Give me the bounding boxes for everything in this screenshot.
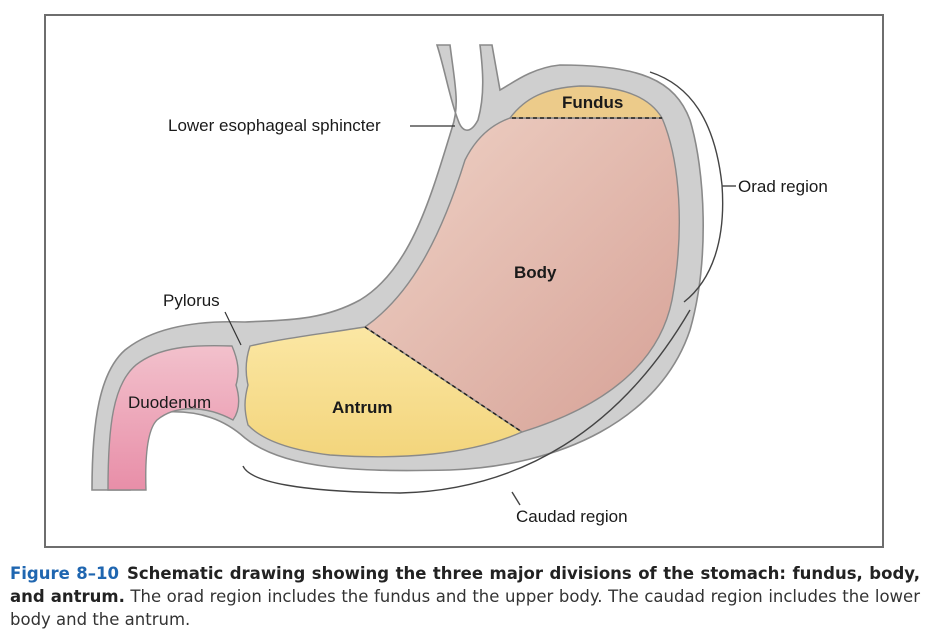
label-duodenum: Duodenum — [128, 393, 211, 412]
caudad-region-bracket — [242, 309, 691, 494]
caption-bold-text: Schematic drawing showing the three majo… — [10, 564, 921, 606]
body-antrum-divider — [364, 326, 523, 433]
caudad-region-leader — [511, 491, 521, 506]
label-antrum: Antrum — [332, 398, 392, 417]
label-fundus: Fundus — [562, 93, 623, 112]
label-caudad-region: Caudad region — [516, 507, 628, 526]
label-body: Body — [514, 263, 557, 282]
label-lower-esophageal-sphincter: Lower esophageal sphincter — [168, 116, 381, 135]
duodenum-region — [107, 344, 240, 491]
pylorus-leader — [224, 311, 242, 346]
caption-normal-text: The orad region includes the fundus and … — [10, 587, 920, 629]
antrum-region — [244, 326, 524, 458]
body-region — [363, 117, 680, 433]
label-orad-region: Orad region — [738, 177, 828, 196]
figure-number: Figure 8–10 — [10, 564, 119, 583]
fundus-region — [508, 85, 664, 119]
stomach-diagram: Lower esophageal sphincter Fundus Orad r… — [91, 44, 828, 526]
orad-region-bracket — [649, 71, 724, 303]
label-pylorus: Pylorus — [163, 291, 220, 310]
